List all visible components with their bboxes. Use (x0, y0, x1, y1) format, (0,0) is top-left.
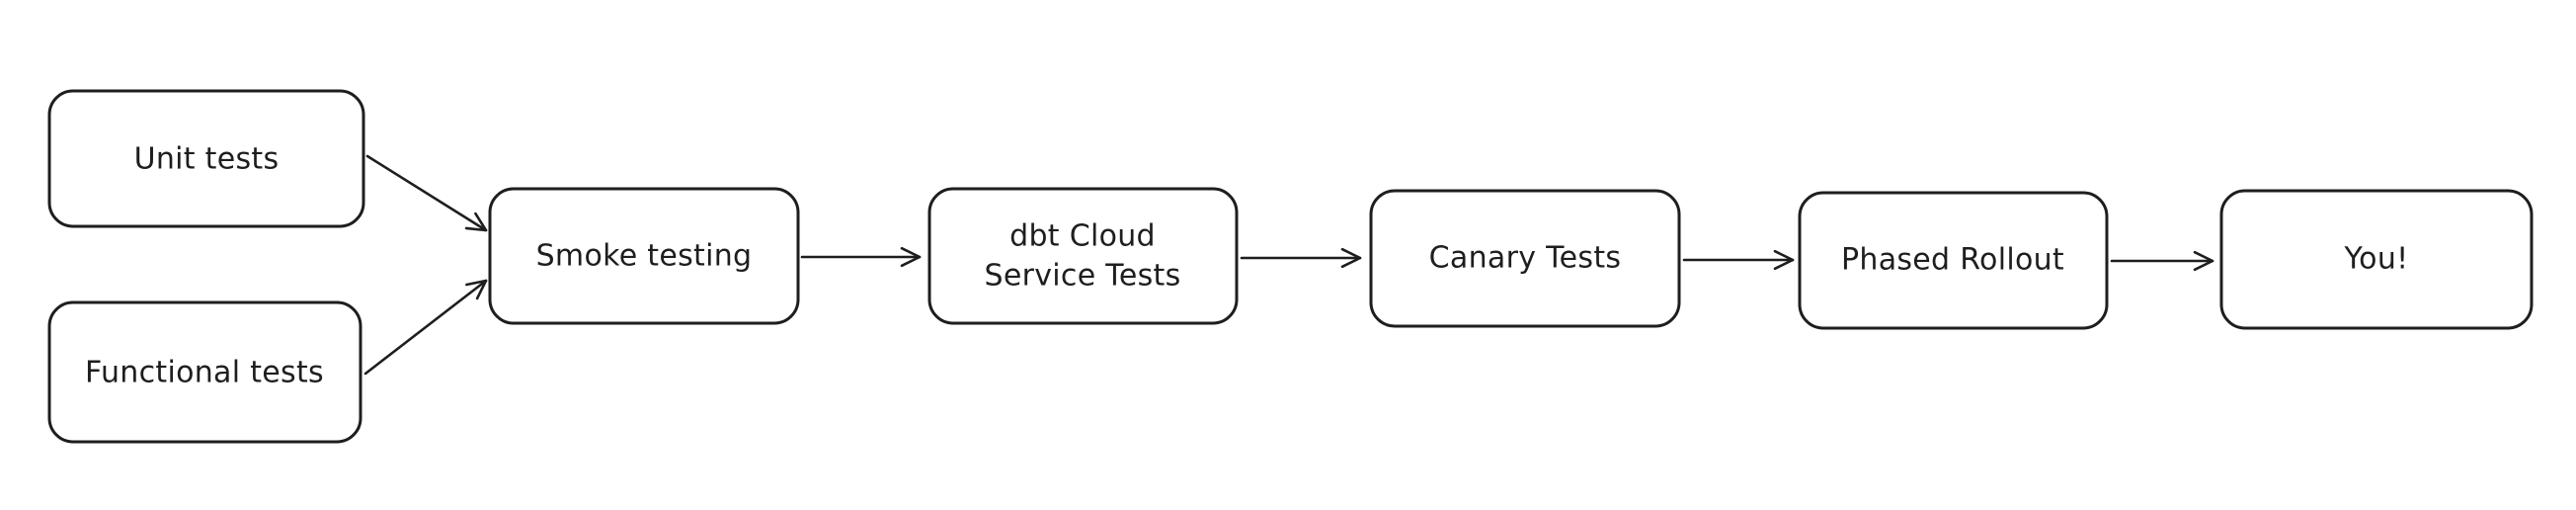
edge-functional-tests-to-smoke-testing (363, 279, 488, 376)
node-label-unit-tests: Unit tests (134, 142, 280, 177)
arrowhead-icon (2193, 250, 2214, 272)
edge-smoke-testing-to-dbt-cloud-service-tests (800, 246, 922, 268)
node-phased-rollout: Phased Rollout (1798, 191, 2109, 330)
node-box-smoke-testing (488, 187, 800, 325)
node-box-functional-tests (47, 300, 362, 444)
node-canary-tests: Canary Tests (1369, 189, 1681, 328)
edge-line (365, 154, 488, 232)
node-box-you (2219, 189, 2534, 330)
node-label-smoke-testing: Smoke testing (536, 239, 753, 274)
arrowhead-icon (1340, 247, 1362, 269)
arrowhead-icon (464, 212, 488, 232)
node-box-unit-tests (47, 89, 365, 228)
node-label-dbt-cloud-service-tests-line2: Service Tests (984, 259, 1180, 294)
edge-dbt-cloud-service-tests-to-canary-tests (1240, 247, 1362, 269)
node-you: You! (2219, 189, 2534, 330)
node-label-dbt-cloud-service-tests-line1: dbt Cloud (1009, 219, 1156, 254)
edge-canary-tests-to-phased-rollout (1682, 249, 1795, 271)
edge-phased-rollout-to-you (2110, 250, 2214, 272)
node-box-canary-tests (1369, 189, 1681, 328)
node-dbt-cloud-service-tests: dbt Cloud Service Tests (927, 187, 1239, 325)
node-box-dbt-cloud-service-tests (927, 187, 1239, 325)
arrowhead-icon (1773, 249, 1795, 271)
node-box-phased-rollout (1798, 191, 2109, 330)
edge-unit-tests-to-smoke-testing (365, 154, 488, 232)
node-smoke-testing: Smoke testing (488, 187, 800, 325)
node-label-you: You! (2344, 242, 2409, 277)
node-functional-tests: Functional tests (47, 300, 362, 444)
arrowhead-icon (465, 279, 488, 300)
edge-line (363, 279, 488, 376)
node-unit-tests: Unit tests (47, 89, 365, 228)
node-label-canary-tests: Canary Tests (1429, 241, 1622, 276)
node-label-phased-rollout: Phased Rollout (1841, 243, 2064, 278)
node-label-functional-tests: Functional tests (85, 356, 324, 390)
arrowhead-icon (900, 246, 922, 268)
